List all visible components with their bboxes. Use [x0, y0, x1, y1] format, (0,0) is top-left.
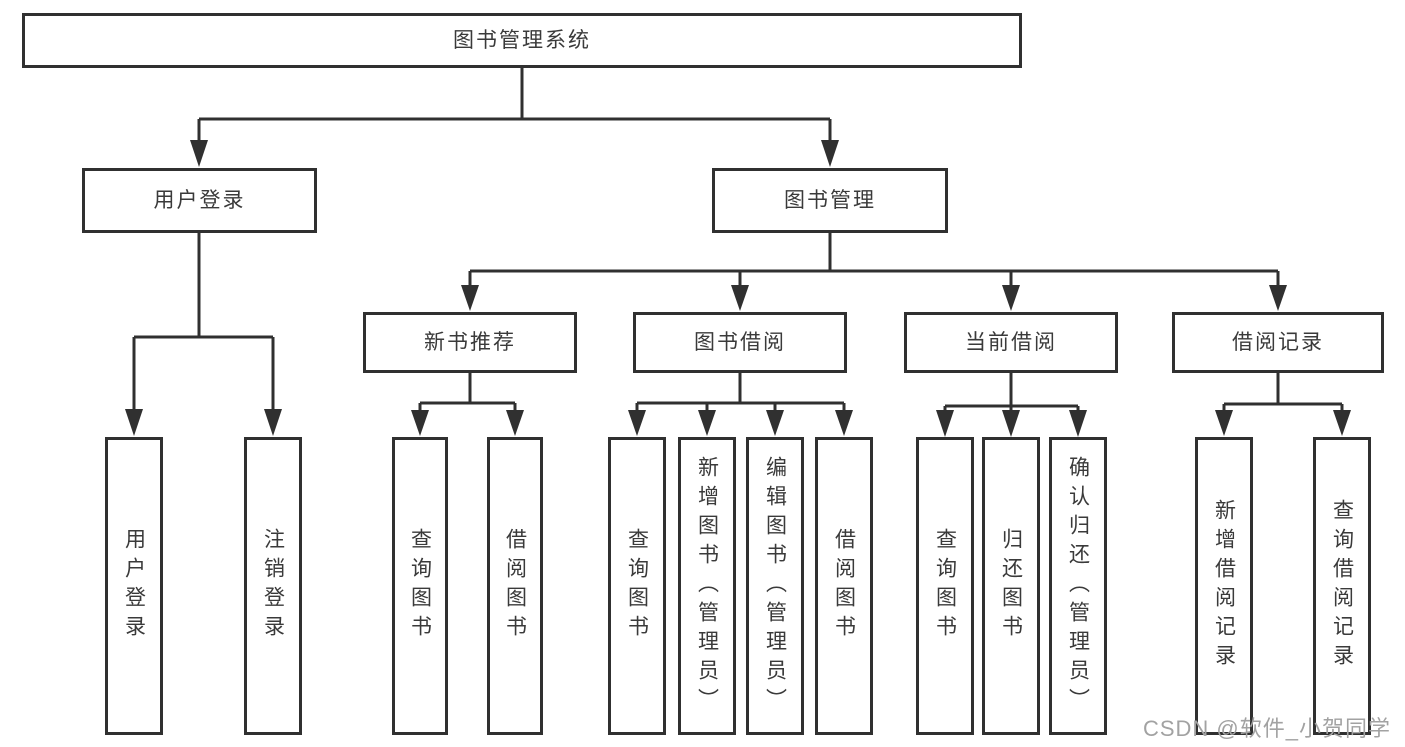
leaf-add-books-admin-label: 新增图书（管理员）: [695, 455, 719, 717]
leaf-edit-books-admin-label: 编辑图书（管理员）: [763, 455, 787, 717]
node-new-book-recommend: 新书推荐: [363, 312, 577, 373]
leaf-add-borrow-record: 新增借阅记录: [1195, 437, 1253, 735]
node-book-borrowing-label: 图书借阅: [694, 331, 786, 354]
leaf-query-books-current-label: 查询图书: [933, 528, 957, 644]
leaf-user-login-label: 用户登录: [122, 528, 146, 644]
node-new-book-recommend-label: 新书推荐: [424, 331, 516, 354]
leaf-borrow-books-recommend-label: 借阅图书: [503, 528, 527, 644]
arrowhead-icons: [125, 140, 1351, 437]
node-library-system: 图书管理系统: [22, 13, 1022, 68]
leaf-user-login: 用户登录: [105, 437, 163, 735]
node-borrow-records-label: 借阅记录: [1232, 331, 1324, 354]
leaf-query-borrow-record-label: 查询借阅记录: [1330, 499, 1354, 673]
node-book-borrowing: 图书借阅: [633, 312, 847, 373]
leaf-add-borrow-record-label: 新增借阅记录: [1212, 499, 1236, 673]
leaf-logout-label: 注销登录: [261, 528, 285, 644]
node-current-borrowing: 当前借阅: [904, 312, 1118, 373]
leaf-borrow-books: 借阅图书: [815, 437, 873, 735]
leaf-query-books-borrow-label: 查询图书: [625, 528, 649, 644]
node-library-system-label: 图书管理系统: [453, 29, 591, 52]
leaf-add-books-admin: 新增图书（管理员）: [678, 437, 736, 735]
leaf-logout: 注销登录: [244, 437, 302, 735]
leaf-borrow-books-recommend: 借阅图书: [487, 437, 543, 735]
leaf-query-books-current: 查询图书: [916, 437, 974, 735]
leaf-query-books-recommend-label: 查询图书: [408, 528, 432, 644]
node-book-management-label: 图书管理: [784, 189, 876, 212]
node-book-management: 图书管理: [712, 168, 948, 233]
leaf-borrow-books-label: 借阅图书: [832, 528, 856, 644]
node-user-login: 用户登录: [82, 168, 317, 233]
leaf-return-books-label: 归还图书: [999, 528, 1023, 644]
watermark-text: CSDN @软件_小贺同学: [1142, 716, 1391, 741]
node-borrow-records: 借阅记录: [1172, 312, 1384, 373]
leaf-confirm-return-admin: 确认归还（管理员）: [1049, 437, 1107, 735]
leaf-edit-books-admin: 编辑图书（管理员）: [746, 437, 804, 735]
leaf-query-books-borrow: 查询图书: [608, 437, 666, 735]
node-current-borrowing-label: 当前借阅: [965, 331, 1057, 354]
leaf-query-borrow-record: 查询借阅记录: [1313, 437, 1371, 735]
leaf-query-books-recommend: 查询图书: [392, 437, 448, 735]
leaf-return-books: 归还图书: [982, 437, 1040, 735]
leaf-confirm-return-admin-label: 确认归还（管理员）: [1066, 455, 1090, 717]
node-user-login-label: 用户登录: [153, 189, 246, 212]
